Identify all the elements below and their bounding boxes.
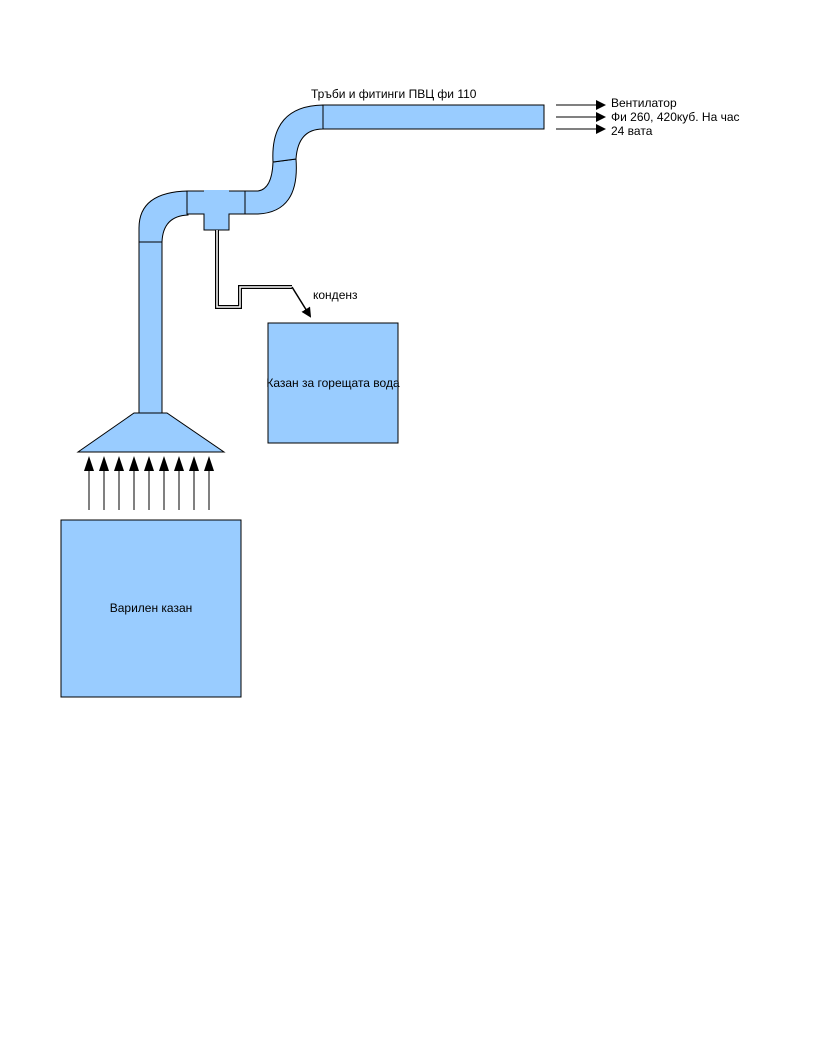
- s-bend-upper: [272, 104, 324, 163]
- condensate-arrow: [291, 286, 312, 318]
- fan-label-name: Вентилатор: [611, 96, 677, 110]
- extraction-hood: [76, 412, 226, 453]
- horizontal-pipe: [322, 104, 545, 130]
- heat-arrow-head: [144, 456, 154, 471]
- condensate-tube: [215, 230, 292, 309]
- heat-arrow-head: [84, 456, 94, 471]
- heat-arrow-head: [114, 456, 124, 471]
- brewing-boiler-label: Варилен казан: [110, 601, 193, 615]
- tee-fitting: [186, 190, 246, 231]
- fan-label-spec: Фи 260, 420куб. На час: [611, 110, 740, 124]
- heat-arrow-head: [99, 456, 109, 471]
- left-elbow: [138, 190, 189, 243]
- heat-arrow-head: [204, 456, 214, 471]
- fan-label-power: 24 вата: [611, 124, 653, 138]
- brewing-boiler: [60, 519, 242, 698]
- heat-arrow-head: [159, 456, 169, 471]
- heat-arrow-head: [189, 456, 199, 471]
- condensate-label: конденз: [313, 288, 358, 302]
- s-bend-lower: [244, 158, 297, 215]
- heat-arrows: [84, 456, 214, 510]
- vertical-pipe: [138, 241, 163, 414]
- heat-arrow-head: [129, 456, 139, 471]
- heat-arrow-head: [174, 456, 184, 471]
- hot-water-boiler-label: Казан за горещата вода: [266, 376, 400, 390]
- pipes-label: Тръби и фитинги ПВЦ фи 110: [311, 87, 477, 101]
- hot-water-boiler: [267, 322, 399, 444]
